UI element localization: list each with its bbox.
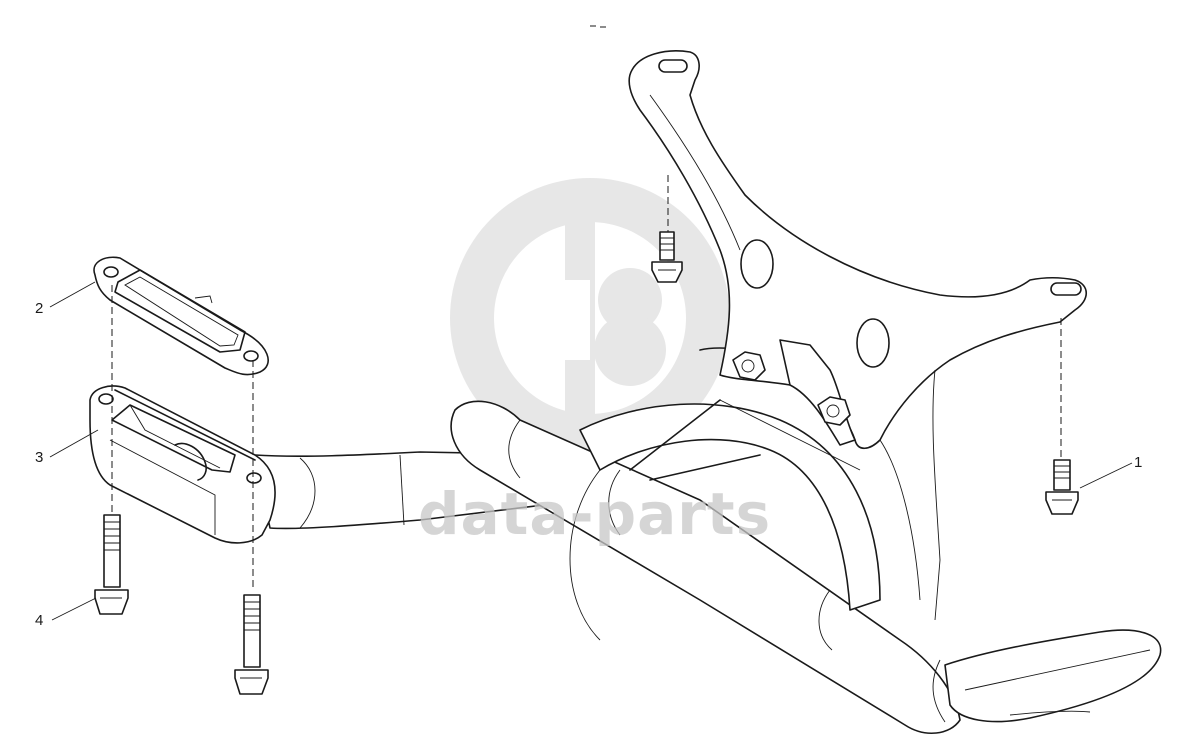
watermark-text: data-parts	[418, 480, 772, 548]
main-frame-tube	[254, 347, 1162, 735]
callout-leaders	[49, 281, 1133, 621]
callout-3: 3	[35, 449, 44, 466]
weld-nut-upper	[732, 351, 766, 381]
callout-4: 4	[35, 612, 44, 629]
gasket-plate	[93, 256, 269, 376]
callout-2: 2	[35, 300, 44, 317]
bolt-part-4-right	[234, 594, 269, 695]
bolt-upper-center	[651, 231, 683, 283]
weld-nut-lower	[817, 396, 851, 426]
mount-bracket	[89, 385, 276, 544]
callout-1: 1	[1134, 454, 1143, 471]
top-mark	[590, 25, 606, 28]
bolt-part-4-left	[94, 514, 129, 615]
upper-bracket-plate	[628, 50, 1088, 621]
assembly-centerlines	[111, 175, 1062, 590]
bolt-part-1	[1045, 459, 1079, 515]
